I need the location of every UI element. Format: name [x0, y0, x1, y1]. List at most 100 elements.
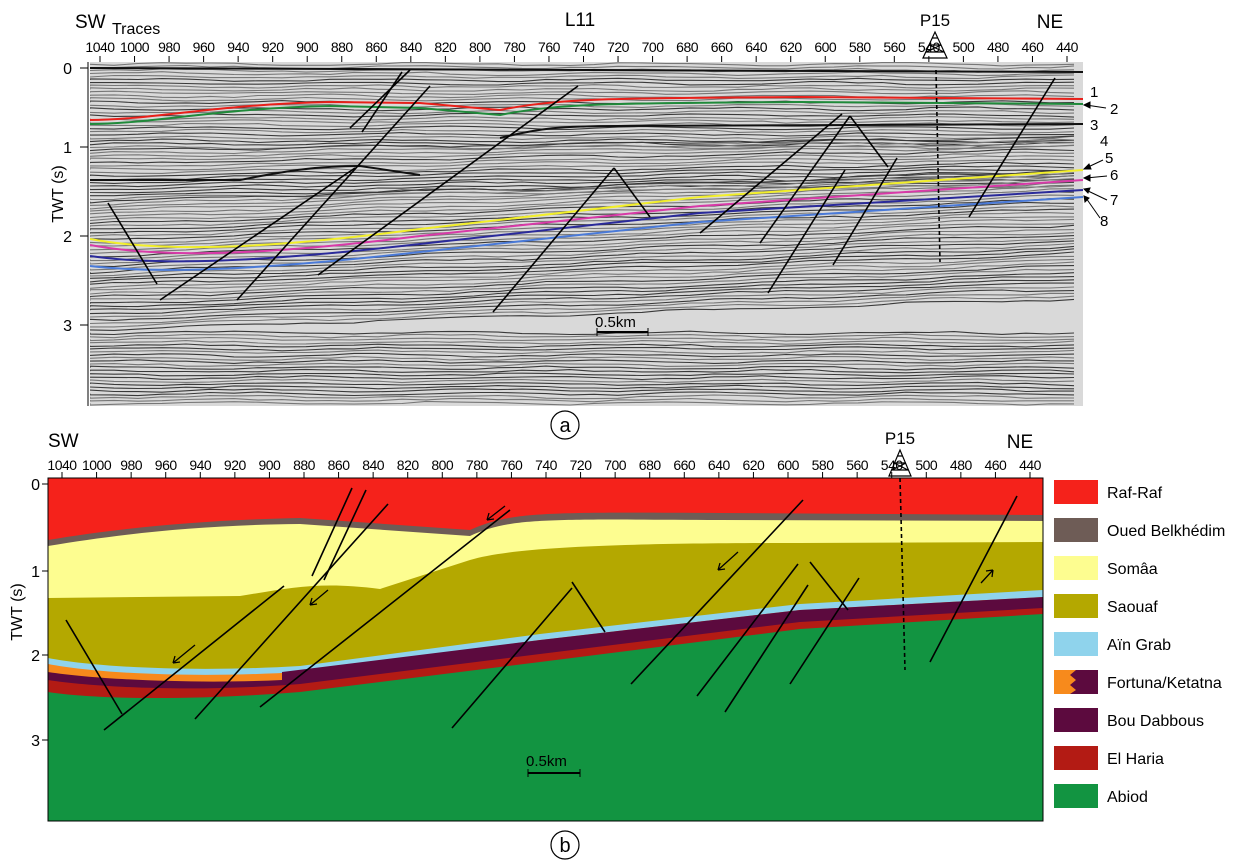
- reflection-line: [90, 248, 1075, 283]
- y-axis-a: 0 1 2 3 TWT (s): [50, 61, 89, 406]
- svg-text:0.5km: 0.5km: [526, 753, 567, 770]
- trace-b-label-440: 440: [1019, 457, 1042, 473]
- horizon-number-labels: 1 2 3 4 5 6 7 8: [1090, 84, 1118, 230]
- reflection-line: [90, 330, 1075, 336]
- seismic-panel-a: 0 1 2 3 TWT (s) SW Traces L11 NE P15 104…: [50, 10, 1118, 440]
- reflection-line: [90, 172, 1075, 188]
- legend-label: Somâa: [1107, 561, 1158, 578]
- reflection-line: [90, 298, 1075, 331]
- ne-label-b: NE: [1007, 432, 1033, 453]
- trace-a-label-680: 680: [676, 39, 699, 55]
- legend-swatch: [1054, 556, 1098, 580]
- horizon-label-8: 8: [1100, 213, 1108, 230]
- fault-slip-arrows: [172, 505, 994, 664]
- reflection-line: [90, 216, 1074, 247]
- trace-a-label-980: 980: [158, 39, 181, 55]
- reflection-line: [90, 103, 1075, 109]
- legend-label: Fortuna/Ketatna: [1107, 675, 1222, 692]
- reflection-line: [90, 272, 1075, 304]
- formation-layers: [48, 478, 1043, 821]
- trace-b-label-760: 760: [500, 457, 523, 473]
- legend-swatch: [1054, 480, 1098, 504]
- reflection-line: [90, 141, 1075, 158]
- reflection-line: [90, 119, 1075, 124]
- well-derrick-icon: [922, 30, 948, 59]
- y-axis-b: 0 1 2 3 TWT (s): [9, 477, 48, 750]
- reflection-line: [90, 135, 1075, 152]
- legend-label: Abiod: [1107, 789, 1148, 806]
- y-tick-3: 3: [63, 318, 72, 335]
- horizon-label-6: 6: [1110, 167, 1118, 184]
- horizon-label-4: 4: [1100, 133, 1108, 150]
- reflection-line: [90, 198, 1075, 231]
- y-tick-2: 2: [63, 229, 72, 246]
- layer-abiod: [48, 614, 1043, 821]
- trace-a-label-440: 440: [1056, 39, 1079, 55]
- horizon-red: [90, 95, 1083, 121]
- reflection-line: [90, 87, 1075, 92]
- legend-swatch: [1054, 746, 1098, 770]
- trace-a-label-640: 640: [745, 39, 768, 55]
- trace-b-label-700: 700: [604, 457, 627, 473]
- reflection-line: [90, 158, 1075, 174]
- trace-b-label-960: 960: [155, 457, 178, 473]
- legend-swatch: [1054, 632, 1098, 656]
- reflection-line: [90, 251, 1075, 285]
- horizon-navy: [90, 189, 1083, 263]
- traces-label: Traces: [112, 21, 160, 38]
- reflection-line: [90, 255, 1075, 289]
- trace-a-label-880: 880: [331, 39, 354, 55]
- reflection-line: [90, 155, 1075, 171]
- trace-a-label-740: 740: [573, 39, 596, 55]
- trace-a-label-860: 860: [365, 39, 388, 55]
- trace-a-label-460: 460: [1022, 39, 1045, 55]
- legend-label: Raf-Raf: [1107, 485, 1163, 502]
- trace-a-label-960: 960: [193, 39, 216, 55]
- reflection-line: [90, 132, 1074, 137]
- trace-b-label-880: 880: [293, 457, 316, 473]
- reflection-line: [90, 178, 1075, 194]
- reflection-line: [90, 112, 1075, 118]
- trace-a-label-820: 820: [434, 39, 457, 55]
- reflection-line: [90, 268, 1075, 301]
- line-name: L11: [565, 10, 595, 31]
- horizon-3-line: [499, 123, 1083, 139]
- reflection-line: [90, 128, 1075, 134]
- trace-b-label-740: 740: [535, 457, 558, 473]
- trace-a-label-620: 620: [780, 39, 803, 55]
- reflection-line: [90, 218, 1075, 251]
- trace-b-label-980: 980: [120, 457, 143, 473]
- y-tick-b-1: 1: [31, 564, 40, 581]
- y-axis-label: TWT (s): [50, 165, 67, 222]
- reflection-line: [90, 175, 1075, 191]
- reflection-line: [90, 237, 1075, 271]
- trace-a-label-720: 720: [607, 39, 630, 55]
- reflection-line: [90, 64, 1075, 70]
- reflection-line: [90, 96, 1075, 102]
- horizon-green: [90, 100, 1083, 125]
- trace-a-label-840: 840: [400, 39, 423, 55]
- reflection-line: [90, 169, 1075, 204]
- trace-b-label-820: 820: [397, 457, 420, 473]
- trace-b-label-920: 920: [224, 457, 247, 473]
- reflection-line: [90, 232, 1075, 265]
- reflection-line: [90, 258, 1075, 292]
- horizon-label-7: 7: [1110, 192, 1118, 209]
- reflection-line: [90, 349, 1075, 355]
- trace-a-label-500: 500: [952, 39, 975, 55]
- reflection-line: [90, 74, 1075, 80]
- reflection-line: [90, 391, 1075, 397]
- trace-a-label-660: 660: [711, 39, 734, 55]
- reflection-line: [90, 71, 1075, 77]
- reflection-line: [90, 62, 1075, 67]
- y-tick-b-2: 2: [31, 648, 40, 665]
- trace-b-label-800: 800: [431, 457, 454, 473]
- trace-b-label-780: 780: [466, 457, 489, 473]
- trace-a-label-580: 580: [849, 39, 872, 55]
- legend-swatch: [1054, 518, 1098, 542]
- trace-b-label-720: 720: [570, 457, 593, 473]
- reflection-line: [90, 165, 1075, 181]
- reflection-line: [90, 208, 1075, 240]
